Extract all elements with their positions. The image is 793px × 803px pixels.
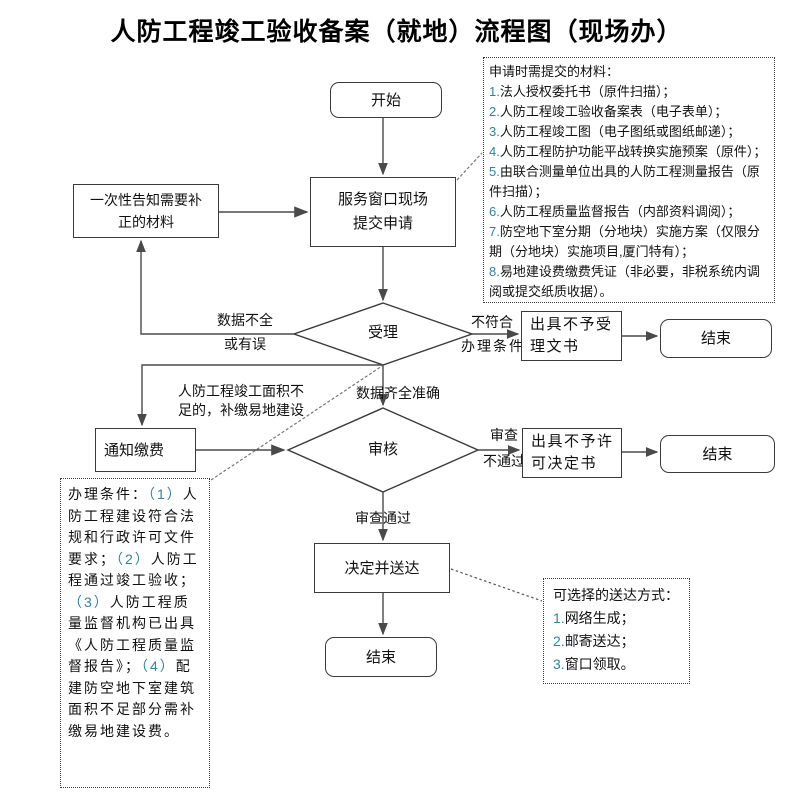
notify-fix-line2: 正的材料	[118, 214, 174, 230]
item-number: 3.	[553, 656, 565, 672]
label-data-incomplete-2: 或有误	[224, 336, 266, 352]
end-node-2: 结束	[660, 435, 775, 473]
item-text: 人防工程竣工图（电子图纸或图纸邮递）；	[499, 124, 741, 139]
label-data-complete: 数据齐全准确	[356, 385, 440, 401]
item-text: 网络生成；	[564, 610, 635, 626]
item-text: 邮寄送达；	[564, 633, 635, 649]
item-text: 人防工程建设符合法规和行政许可文件要求；	[68, 486, 199, 567]
dashed-link-service-to-materials	[456, 152, 483, 181]
start-node: 开始	[330, 82, 442, 118]
materials-item: 4.人防工程防护功能平战转换实施预案（原件）；	[489, 142, 769, 162]
notify-pay-label: 通知缴费	[104, 441, 165, 459]
arrow-accept-to-notifyfix	[136, 239, 294, 335]
item-number: 4.	[489, 144, 500, 159]
item-number: 1.	[489, 84, 500, 99]
service-line2: 提交申请	[352, 215, 413, 232]
item-number: 7.	[489, 224, 500, 239]
service-window-node: 服务窗口现场 提交申请	[310, 177, 456, 247]
item-number: 8.	[489, 264, 500, 279]
end-node-1: 结束	[660, 319, 772, 358]
no-permit-doc-node: 出具不予许 可决定书	[522, 428, 622, 478]
label-review-fail-1: 审查	[490, 427, 518, 443]
end-node-3: 结束	[325, 637, 437, 677]
end-label-2: 结束	[702, 445, 733, 463]
label-notmeet-1: 不符合	[471, 314, 513, 330]
item-number: （3）	[68, 593, 110, 610]
item-text: 易地建设费缴费凭证（非必要，非税系统内调阅或提交纸质收据）。	[489, 264, 760, 299]
notify-pay-node: 通知缴费	[95, 428, 196, 472]
materials-item: 8.易地建设费缴费凭证（非必要，非税系统内调阅或提交纸质收据）。	[489, 262, 769, 302]
conditions-header: 办理条件：	[68, 486, 148, 502]
item-text: 法人授权委托书（原件扫描）；	[499, 84, 676, 99]
materials-item: 5.由联合测量单位出具的人防工程测量报告（原件扫描）；	[489, 162, 769, 202]
dashed-link-conditions-to-accept	[210, 365, 383, 481]
arrow-accept-to-notifypay	[137, 364, 383, 427]
item-text: 人防工程质量监督报告（内部资料调阅）；	[499, 204, 741, 219]
label-review-pass: 审查通过	[355, 510, 411, 526]
service-line1: 服务窗口现场	[337, 191, 428, 208]
item-text: 人防工程质量监督机构已出具《人防工程质量监督报告》；	[68, 593, 196, 675]
label-data-incomplete-1: 数据不全	[217, 312, 273, 328]
materials-item: 2.人防工程竣工验收备案表（电子表单）；	[489, 102, 769, 122]
start-label: 开始	[370, 91, 401, 109]
item-text: 由联合测量单位出具的人防工程测量报告（原件扫描）；	[489, 164, 760, 199]
materials-item: 6.人防工程质量监督报告（内部资料调阅）；	[489, 202, 769, 222]
delivery-header: 可选择的送达方式：	[553, 587, 679, 603]
delivery-item: 3.窗口领取。	[553, 653, 680, 676]
item-text: 人防工程防护功能平战转换实施预案（原件）；	[499, 144, 767, 159]
item-text: 配建防空地下室建筑面积不足部分需补缴易地建设费。	[68, 658, 196, 739]
label-review-fail-2: 不通过	[483, 453, 525, 469]
dashed-link-decide-to-delivery	[450, 568, 543, 602]
decide-deliver-node: 决定并送达	[314, 543, 450, 593]
label-area-insufficient: 人防工程竣工面积不 足的，补缴易地建设	[178, 382, 318, 420]
no-permit-line2: 可决定书	[531, 455, 598, 472]
materials-item: 7.防空地下室分期（分地块）实施方案（仅限分期（分地块）实施项目,厦门特有）；	[489, 222, 769, 262]
item-number: 3.	[489, 124, 500, 139]
item-number: 2.	[553, 633, 565, 649]
item-number: 2.	[489, 104, 500, 119]
item-text: 防空地下室分期（分地块）实施方案（仅限分期（分地块）实施项目,厦门特有）；	[489, 224, 760, 259]
area-line1: 人防工程竣工面积不	[178, 383, 304, 399]
item-text: 人防工程通过竣工验收；	[68, 550, 199, 589]
accept-label: 受理	[367, 324, 398, 341]
delivery-item: 1.网络生成；	[553, 607, 680, 630]
item-number: 5.	[489, 164, 500, 179]
item-number: （4）	[141, 658, 176, 674]
delivery-note: 可选择的送达方式： 1.网络生成； 2.邮寄送达； 3.窗口领取。	[543, 578, 690, 684]
materials-item: 1.法人授权委托书（原件扫描）；	[489, 82, 769, 102]
page-title: 人防工程竣工验收备案（就地）流程图（现场办）	[110, 18, 683, 46]
label-notmeet-2: 办理条件	[461, 338, 525, 354]
no-accept-doc-node: 出具不予受 理文书	[521, 311, 622, 361]
decide-label: 决定并送达	[344, 559, 420, 577]
materials-header: 申请时需提交的材料：	[489, 64, 620, 79]
item-number: 6.	[489, 204, 500, 219]
item-number: （1）	[148, 486, 183, 502]
end-label-3: 结束	[365, 648, 396, 666]
no-accept-line2: 理文书	[530, 338, 580, 355]
delivery-item: 2.邮寄送达；	[553, 630, 680, 653]
end-label-1: 结束	[700, 330, 731, 347]
notify-correction-node: 一次性告知需要补 正的材料	[73, 184, 219, 238]
materials-note: 申请时需提交的材料： 1.法人授权委托书（原件扫描）； 2.人防工程竣工验收备案…	[483, 57, 775, 303]
item-text: 窗口领取。	[564, 656, 635, 672]
notify-fix-line1: 一次性告知需要补	[90, 192, 202, 208]
materials-item: 3.人防工程竣工图（电子图纸或图纸邮递）；	[489, 122, 769, 142]
conditions-note: 办理条件：（1）人防工程建设符合法规和行政许可文件要求；（2）人防工程通过竣工验…	[60, 478, 210, 788]
no-accept-line1: 出具不予受	[530, 316, 613, 333]
item-number: （2）	[116, 550, 151, 567]
no-permit-line1: 出具不予许	[531, 433, 614, 450]
item-number: 1.	[553, 610, 565, 626]
area-line2: 足的，补缴易地建设	[178, 402, 304, 418]
item-text: 人防工程竣工验收备案表（电子表单）；	[499, 104, 728, 119]
review-label: 审核	[367, 441, 398, 458]
